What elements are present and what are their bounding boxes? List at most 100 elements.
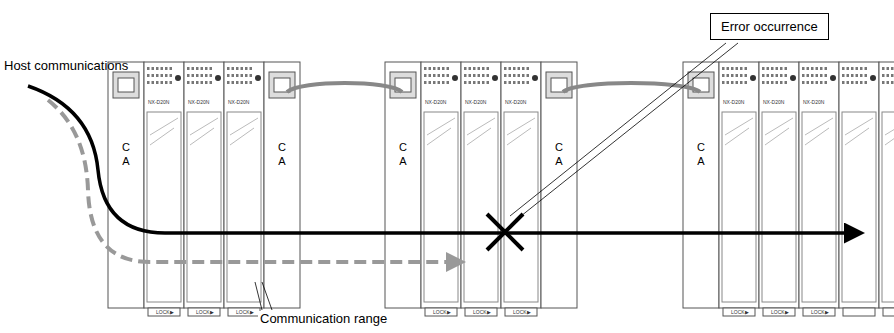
led bbox=[424, 74, 427, 77]
led bbox=[750, 75, 756, 81]
led bbox=[722, 74, 725, 77]
led bbox=[856, 67, 859, 70]
leader-line bbox=[262, 282, 272, 310]
coupler-label: C A bbox=[555, 140, 564, 169]
led bbox=[882, 74, 885, 77]
port-socket bbox=[118, 78, 134, 92]
led bbox=[807, 67, 810, 70]
model-label: NX-D20N bbox=[425, 99, 446, 105]
led bbox=[227, 74, 230, 77]
led bbox=[241, 67, 244, 70]
led bbox=[820, 67, 823, 70]
led bbox=[433, 74, 436, 77]
led bbox=[170, 67, 173, 70]
led bbox=[245, 81, 248, 84]
led bbox=[165, 81, 168, 84]
led bbox=[232, 74, 235, 77]
lock-label: LOCK▶ bbox=[196, 309, 214, 315]
led bbox=[816, 67, 819, 70]
led bbox=[527, 81, 530, 84]
led bbox=[469, 67, 472, 70]
led bbox=[236, 74, 239, 77]
leader-line bbox=[516, 43, 738, 220]
panel-shine bbox=[725, 118, 753, 135]
error-mark bbox=[487, 214, 523, 250]
module-body bbox=[421, 62, 461, 308]
panel-shine bbox=[190, 118, 218, 135]
led bbox=[513, 81, 516, 84]
led bbox=[847, 74, 850, 77]
cable bbox=[563, 83, 700, 92]
led bbox=[522, 81, 525, 84]
led bbox=[745, 81, 748, 84]
lock-label: LOCK▶ bbox=[771, 309, 789, 315]
panel-shine bbox=[725, 128, 749, 145]
led bbox=[447, 74, 450, 77]
cover-panel bbox=[722, 112, 756, 302]
panel-shine bbox=[150, 118, 178, 135]
led bbox=[860, 74, 863, 77]
module-body bbox=[501, 62, 541, 308]
coupler-label: C A bbox=[278, 140, 287, 169]
led bbox=[762, 81, 765, 84]
led bbox=[851, 74, 854, 77]
led bbox=[187, 81, 190, 84]
led bbox=[210, 81, 213, 84]
led bbox=[482, 74, 485, 77]
module-body bbox=[683, 62, 719, 308]
led bbox=[487, 67, 490, 70]
model-label: NX-D20N bbox=[148, 99, 169, 105]
led bbox=[736, 74, 739, 77]
coupler-label: C A bbox=[399, 140, 408, 169]
cover-panel bbox=[802, 112, 836, 302]
led bbox=[232, 67, 235, 70]
ethernet-port bbox=[546, 72, 572, 98]
led bbox=[891, 67, 894, 70]
module-body bbox=[541, 62, 577, 308]
led bbox=[851, 67, 854, 70]
model-label: NX-D20N bbox=[803, 99, 824, 105]
led bbox=[882, 81, 885, 84]
led bbox=[165, 67, 168, 70]
led bbox=[424, 67, 427, 70]
led bbox=[205, 74, 208, 77]
module-body bbox=[385, 62, 421, 308]
led bbox=[830, 75, 836, 81]
led bbox=[210, 74, 213, 77]
led bbox=[820, 81, 823, 84]
led bbox=[762, 74, 765, 77]
led bbox=[727, 74, 730, 77]
led bbox=[442, 67, 445, 70]
led bbox=[147, 67, 150, 70]
module-body bbox=[759, 62, 799, 308]
module-body bbox=[839, 62, 879, 308]
led bbox=[255, 75, 261, 81]
led bbox=[776, 74, 779, 77]
led bbox=[882, 67, 885, 70]
led bbox=[780, 81, 783, 84]
led bbox=[215, 75, 221, 81]
led bbox=[740, 74, 743, 77]
led bbox=[780, 74, 783, 77]
cover-panel bbox=[187, 112, 221, 302]
led bbox=[865, 67, 868, 70]
led bbox=[816, 81, 819, 84]
led bbox=[807, 81, 810, 84]
led bbox=[196, 81, 199, 84]
led bbox=[532, 75, 538, 81]
led bbox=[731, 81, 734, 84]
led bbox=[509, 67, 512, 70]
led bbox=[438, 67, 441, 70]
led bbox=[492, 75, 498, 81]
led bbox=[447, 67, 450, 70]
led bbox=[433, 67, 436, 70]
led bbox=[727, 81, 730, 84]
led bbox=[802, 81, 805, 84]
panel-shine bbox=[765, 118, 793, 135]
led bbox=[518, 67, 521, 70]
led bbox=[522, 74, 525, 77]
lock-label: LOCK▶ bbox=[731, 309, 749, 315]
model-label: NX-D20N bbox=[188, 99, 209, 105]
led bbox=[482, 67, 485, 70]
panel-shine bbox=[765, 128, 789, 145]
